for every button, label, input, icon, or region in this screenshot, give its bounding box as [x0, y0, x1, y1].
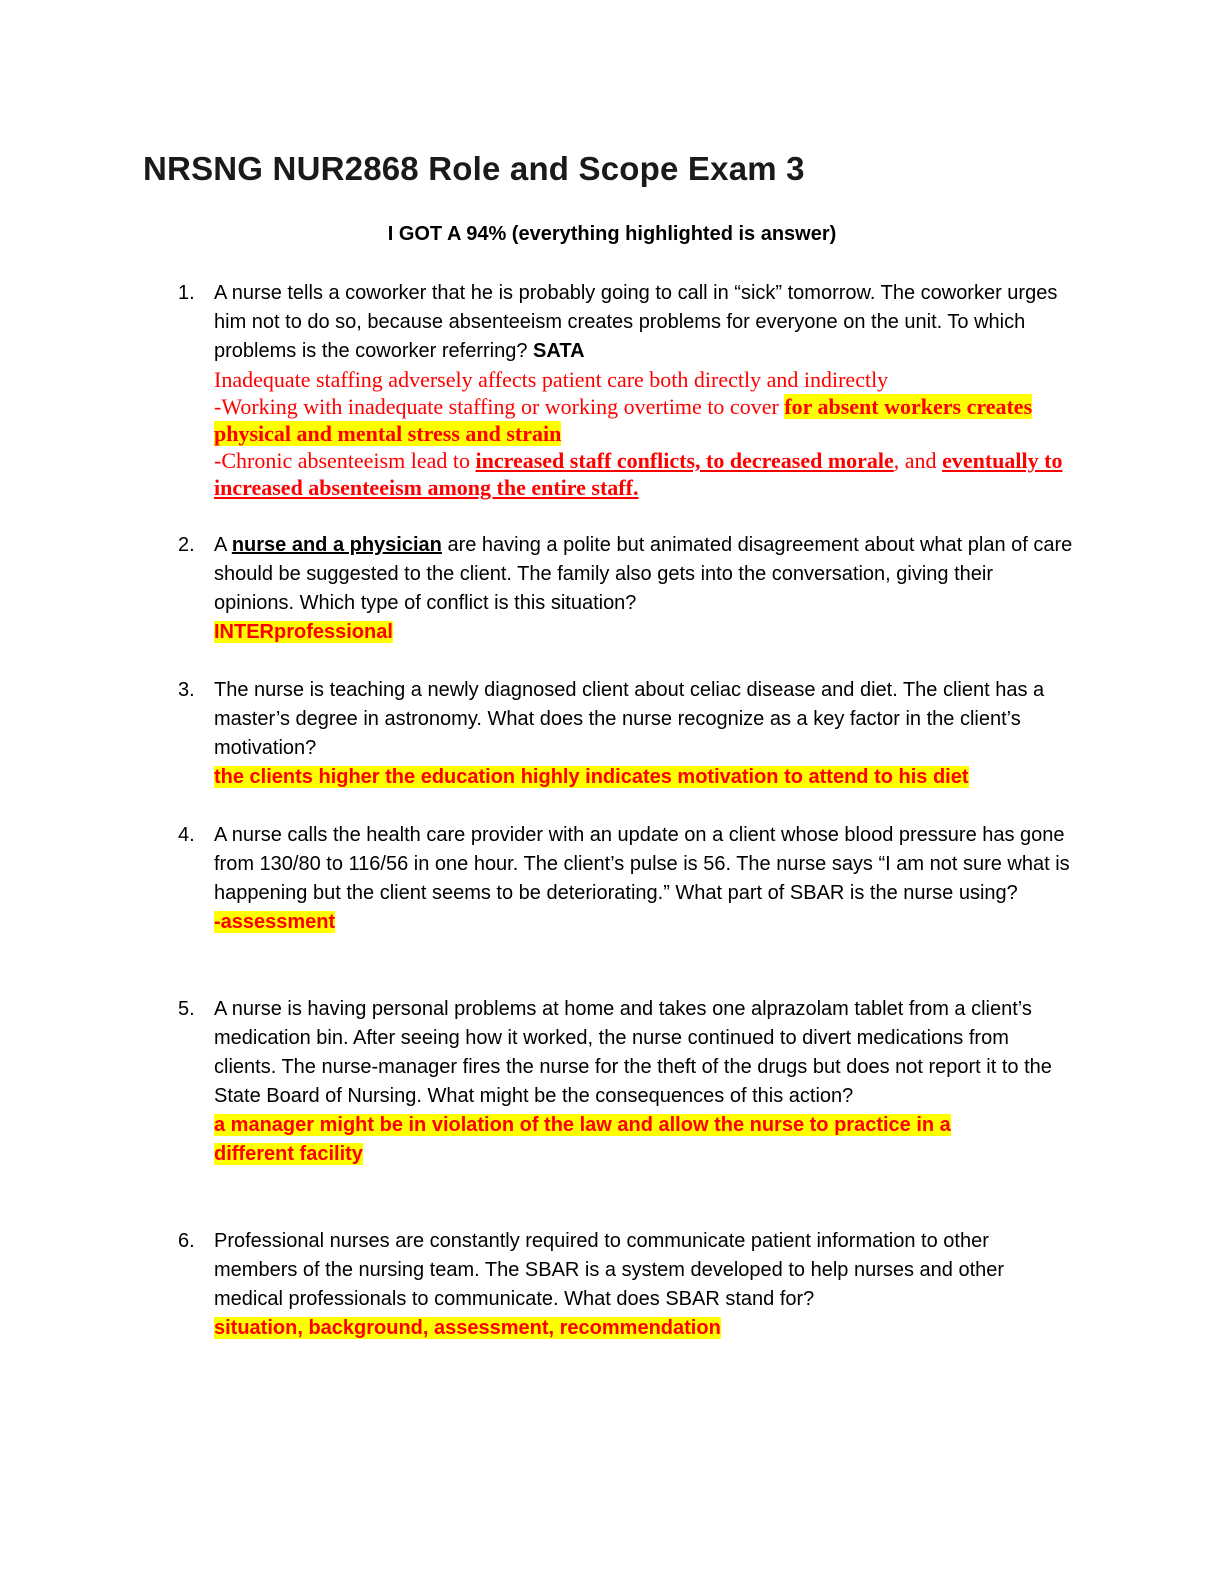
question-text: A nurse and a physician are having a pol…	[214, 531, 1074, 618]
answer: situation, background, assessment, recom…	[214, 1314, 1074, 1343]
question-body: A nurse tells a coworker that he is prob…	[214, 279, 1074, 501]
question-tag: SATA	[533, 340, 585, 362]
answer-highlight-line-2: different facility	[214, 1143, 363, 1165]
answer-line-1: Inadequate staffing adversely affects pa…	[214, 367, 889, 392]
question-text: Professional nurses are constantly requi…	[214, 1230, 1005, 1310]
question-number: 3.	[178, 679, 195, 701]
question-text-main: A nurse tells a coworker that he is prob…	[214, 282, 1058, 362]
question-number: 1.	[178, 282, 195, 304]
answer-highlight: the clients higher the education highly …	[214, 766, 969, 788]
answer-line-3-mid: , and	[893, 448, 937, 473]
question-body: A nurse is having personal problems at h…	[214, 995, 1074, 1169]
question-text: A nurse is having personal problems at h…	[214, 998, 1052, 1107]
answer: the clients higher the education highly …	[214, 763, 1074, 792]
answer: INTERprofessional	[214, 618, 1074, 647]
question-text-underlined: nurse and a physician	[231, 534, 442, 556]
question-text: A nurse tells a coworker that he is prob…	[214, 279, 1074, 366]
answer-line-3-underlined-2: eventually to increased absenteeism amon…	[214, 448, 1063, 500]
question-number: 4.	[178, 824, 195, 846]
question-text-pre: A	[214, 534, 227, 556]
answer-line-2: -Working with inadequate staffing or wor…	[214, 393, 1074, 447]
question-text: The nurse is teaching a newly diagnosed …	[214, 679, 1045, 759]
question-text-post: are having a polite but animated disagre…	[214, 534, 1073, 614]
answer-line-3: -Chronic absenteeism lead to increased s…	[214, 447, 1074, 501]
answer-highlight-line-1: a manager might be in violation of the l…	[214, 1114, 951, 1136]
question-body: A nurse and a physician are having a pol…	[214, 531, 1074, 647]
question-number: 6.	[178, 1230, 195, 1252]
question-number: 2.	[178, 534, 195, 556]
question-body: Professional nurses are constantly requi…	[214, 1227, 1074, 1343]
answer-line-3-underlined: increased staff conflicts, to decreased …	[475, 448, 894, 473]
answer-line-2-plain: -Working with inadequate staffing or wor…	[214, 394, 779, 419]
question-body: The nurse is teaching a newly diagnosed …	[214, 676, 1074, 792]
answer-line-3-plain: -Chronic absenteeism lead to	[214, 448, 470, 473]
answer-highlight: INTERprofessional	[214, 621, 393, 643]
page-title: NRSNG NUR2868 Role and Scope Exam 3	[143, 150, 805, 187]
answer-highlight: situation, background, assessment, recom…	[214, 1317, 721, 1339]
page-subtitle: I GOT A 94% (everything highlighted is a…	[387, 223, 837, 245]
answer-highlight: -assessment	[214, 911, 336, 933]
question-number: 5.	[178, 998, 195, 1020]
answer: -assessment	[214, 908, 1074, 937]
answer: a manager might be in violation of the l…	[214, 1111, 1074, 1169]
question-body: A nurse calls the health care provider w…	[214, 821, 1074, 937]
question-text: A nurse calls the health care provider w…	[214, 824, 1070, 904]
